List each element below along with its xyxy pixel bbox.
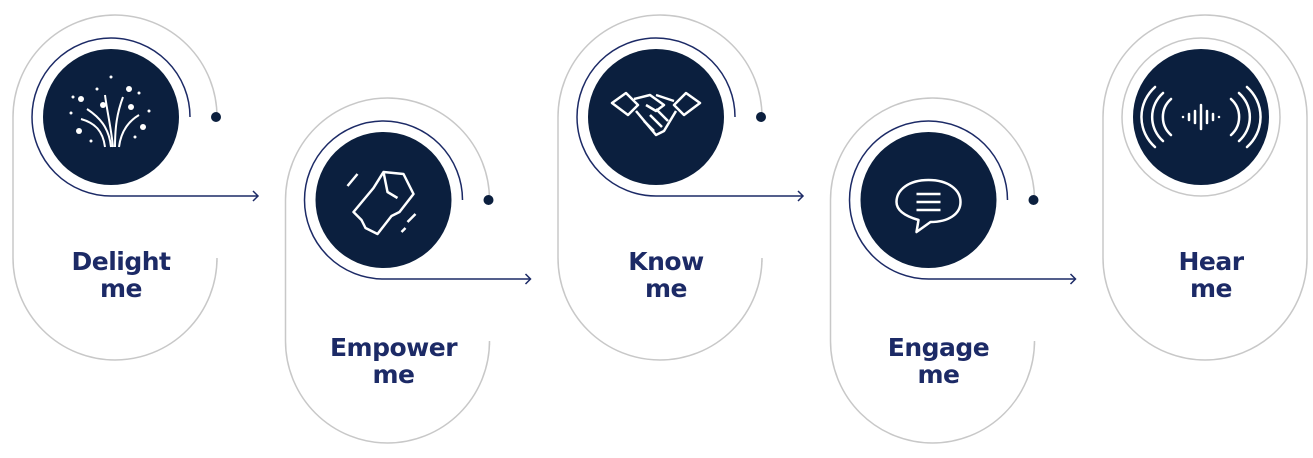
connector-arrow: [31, 37, 258, 197]
fireworks-icon: [69, 75, 151, 148]
step-label-line2: me: [644, 274, 688, 303]
connector-dot: [211, 112, 221, 122]
handshake-icon: [610, 91, 702, 137]
sound-wave-icon: [1140, 85, 1262, 149]
connector-dot: [756, 112, 766, 122]
step-1: [12, 14, 260, 361]
connector-arrow: [848, 120, 1076, 280]
connector-arrow: [576, 37, 803, 197]
arrowhead-icon: [797, 190, 805, 202]
pill-outline: [12, 14, 218, 361]
pill-outline: [1102, 14, 1308, 361]
step-label-line1: Know: [628, 247, 704, 276]
icon-circle: [860, 132, 997, 268]
step-label-line2: me: [917, 360, 960, 389]
connector-dot: [1028, 195, 1039, 205]
step-5: [1102, 14, 1308, 361]
arrowhead-icon: [524, 273, 532, 285]
ring: [1121, 37, 1281, 197]
step-3: [557, 14, 805, 361]
step-label-line1: Hear: [1178, 247, 1244, 276]
step-4: [829, 97, 1077, 444]
icon-circle: [588, 49, 724, 185]
raised-fist-icon: [346, 170, 417, 236]
step-label-line2: me: [372, 360, 415, 389]
icon-circle: [43, 49, 179, 185]
connector-arrow: [303, 120, 531, 280]
step-2: [284, 97, 532, 444]
pill-outline: [284, 97, 491, 444]
step-label-line1: Empower: [329, 333, 458, 362]
connector-dot: [483, 195, 494, 205]
step-label-line1: Delight: [71, 247, 172, 276]
pill-outline: [557, 14, 763, 361]
icon-circle: [315, 132, 452, 268]
speech-bubble-icon: [895, 178, 962, 234]
step-label-line2: me: [99, 274, 143, 303]
pill-outline: [829, 97, 1036, 444]
arrowhead-icon: [252, 190, 260, 202]
step-label-line2: me: [1189, 274, 1233, 303]
step-label-line1: Engage: [887, 333, 990, 362]
arrowhead-icon: [1069, 273, 1077, 285]
